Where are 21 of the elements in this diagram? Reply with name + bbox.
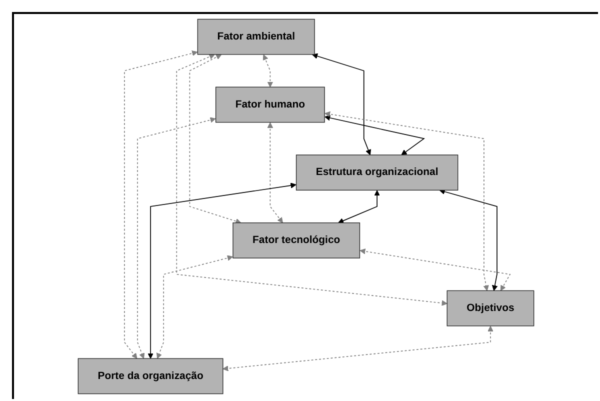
- arrow: [324, 111, 489, 291]
- arrow: [156, 255, 233, 359]
- arrow: [439, 188, 498, 291]
- arrow: [189, 54, 242, 224]
- arrow: [137, 117, 216, 359]
- arrow: [262, 54, 274, 88]
- node-box: Porte da organização: [78, 358, 224, 394]
- arrow: [222, 326, 494, 372]
- arrow: [124, 50, 198, 359]
- node-box: Fator tecnológico: [232, 222, 360, 258]
- arrow: [324, 115, 425, 156]
- arrow: [148, 182, 296, 359]
- arrow: [176, 54, 448, 306]
- arrow: [338, 190, 380, 224]
- node-box: Fator humano: [215, 86, 325, 123]
- node-box: Objetivos: [446, 290, 534, 326]
- node-box: Fator ambiental: [197, 18, 315, 55]
- arrow: [360, 248, 511, 291]
- arrow: [267, 122, 284, 224]
- arrow: [312, 53, 371, 156]
- node-box: Estrutura organizacional: [296, 154, 458, 191]
